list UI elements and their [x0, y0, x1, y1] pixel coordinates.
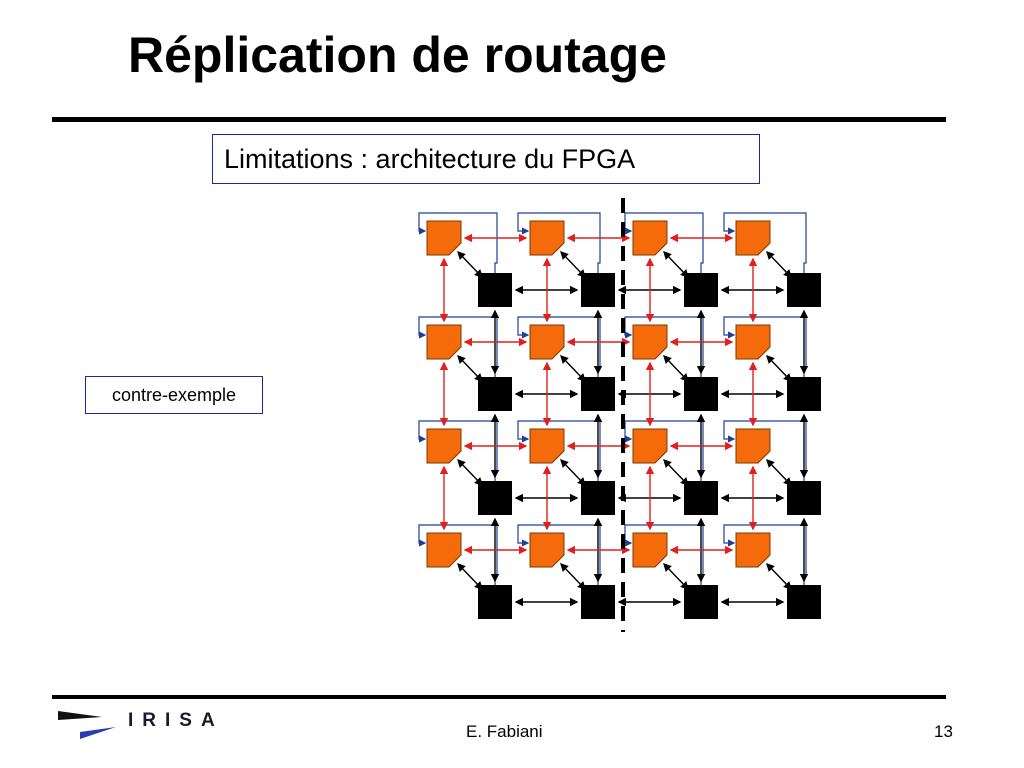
switch-block — [581, 481, 615, 515]
switch-block — [684, 585, 718, 619]
switch-block — [787, 273, 821, 307]
switch-block — [684, 377, 718, 411]
switch-block — [478, 481, 512, 515]
routing-wire — [418, 212, 498, 273]
logic-block — [735, 532, 771, 568]
logic-block — [529, 220, 565, 256]
footer-author: E. Fabiani — [466, 722, 543, 741]
logic-block — [529, 428, 565, 464]
switch-block — [787, 585, 821, 619]
logic-block — [426, 324, 462, 360]
diagonal-link — [560, 458, 586, 487]
switch-block — [684, 273, 718, 307]
diagonal-link — [663, 562, 689, 591]
diagonal-link — [457, 354, 483, 383]
logic-block — [426, 532, 462, 568]
logic-block — [632, 532, 668, 568]
logic-block — [426, 220, 462, 256]
switch-block — [684, 481, 718, 515]
diagonal-link — [457, 562, 483, 591]
diagonal-link — [457, 250, 483, 279]
switch-block — [787, 481, 821, 515]
link-arrows — [439, 233, 809, 607]
switch-block — [581, 377, 615, 411]
diagonal-link — [766, 458, 792, 487]
diagonal-link — [560, 562, 586, 591]
routing-wire — [723, 212, 807, 273]
logic-block — [529, 324, 565, 360]
routing-wire — [517, 212, 601, 273]
switch-block — [478, 377, 512, 411]
counter-example-box: contre-exemple — [85, 376, 263, 414]
diagonal-link — [663, 250, 689, 279]
logic-block — [632, 324, 668, 360]
switch-block — [478, 273, 512, 307]
logic-block — [426, 428, 462, 464]
switch-block — [478, 585, 512, 619]
diagonal-link — [766, 354, 792, 383]
irisa-logo-text: IRISA — [128, 710, 224, 731]
diagonal-link — [560, 250, 586, 279]
logic-block — [735, 220, 771, 256]
logic-block — [735, 324, 771, 360]
block-grid — [426, 220, 821, 619]
logic-block — [529, 532, 565, 568]
switch-block — [581, 273, 615, 307]
diagonal-link — [457, 458, 483, 487]
diagonal-link — [766, 250, 792, 279]
logic-block — [735, 428, 771, 464]
limitation-box: Limitations : architecture du FPGA — [212, 134, 760, 184]
diagonal-link — [766, 562, 792, 591]
irisa-logo-icon — [58, 711, 116, 739]
diagonal-link — [663, 458, 689, 487]
switch-block — [581, 585, 615, 619]
switch-block — [787, 377, 821, 411]
diagonal-link — [560, 354, 586, 383]
slide-title: Réplication de routage — [128, 27, 667, 83]
footer-rule — [52, 695, 946, 699]
diagonal-link — [663, 354, 689, 383]
page-number: 13 — [934, 722, 953, 741]
title-rule — [52, 117, 946, 122]
logic-block — [632, 428, 668, 464]
logic-block — [632, 220, 668, 256]
